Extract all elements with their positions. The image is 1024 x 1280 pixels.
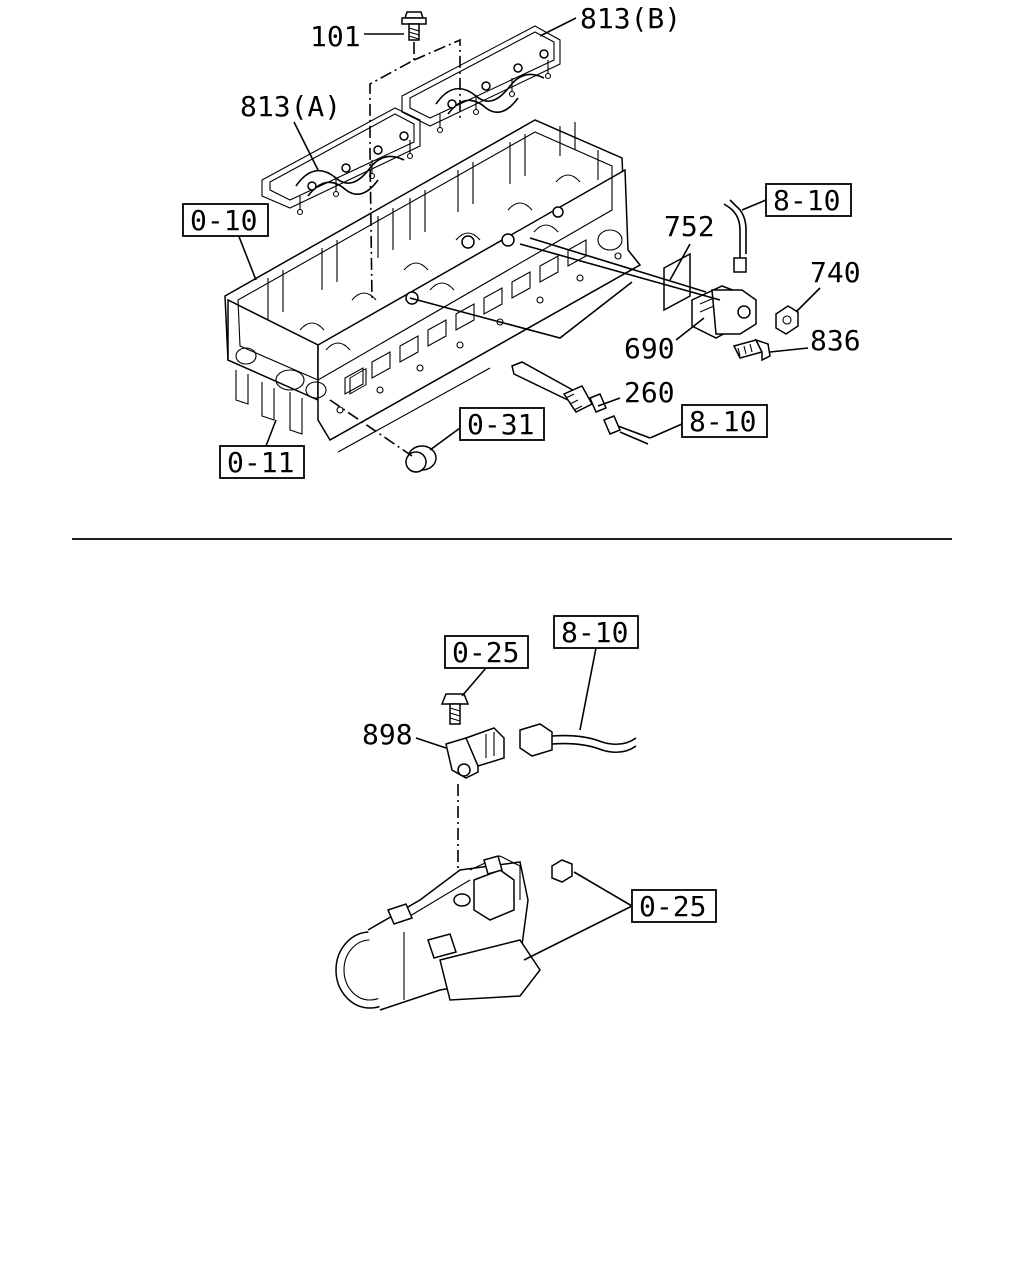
svg-text:8-10: 8-10 bbox=[773, 184, 840, 217]
callout-101: 101 bbox=[310, 20, 361, 53]
leaders-upper bbox=[237, 17, 821, 451]
plug-0-31 bbox=[405, 445, 437, 473]
callout-813b: 813(B) bbox=[580, 2, 681, 35]
sensor-690 bbox=[691, 199, 757, 339]
connector-260 bbox=[603, 415, 651, 445]
svg-text:0-31: 0-31 bbox=[467, 408, 534, 441]
ref-box-8-10-mid: 8-10 bbox=[681, 404, 768, 438]
callout-898: 898 bbox=[362, 718, 413, 751]
harness-813a bbox=[261, 107, 421, 216]
svg-text:0-25: 0-25 bbox=[452, 636, 519, 669]
callout-836: 836 bbox=[810, 324, 861, 357]
ref-box-0-10: 0-10 bbox=[182, 203, 269, 237]
svg-text:0-10: 0-10 bbox=[190, 204, 257, 237]
callout-813a: 813(A) bbox=[240, 90, 341, 123]
sensor-260 bbox=[511, 361, 607, 413]
ref-box-0-11: 0-11 bbox=[219, 445, 305, 479]
plug-centerline bbox=[329, 399, 413, 457]
bolt-101-centerline-b bbox=[413, 38, 461, 120]
connector-898 bbox=[519, 723, 637, 757]
bolt-101 bbox=[401, 11, 427, 41]
gasket-752 bbox=[663, 252, 691, 312]
ref-box-8-10-top: 8-10 bbox=[765, 183, 852, 217]
callout-260: 260 bbox=[624, 376, 675, 409]
svg-text:0-25: 0-25 bbox=[639, 890, 706, 923]
svg-text:0-11: 0-11 bbox=[227, 446, 294, 479]
bolt-0-25-top bbox=[440, 693, 470, 725]
harness-813b bbox=[401, 25, 561, 134]
ref-box-0-25-bottom: 0-25 bbox=[631, 889, 717, 923]
ref-box-0-25-top: 0-25 bbox=[444, 635, 529, 669]
leaders-lower bbox=[415, 647, 633, 961]
bolt-101-centerline-a bbox=[369, 42, 415, 301]
nut-0-25-bottom bbox=[551, 859, 573, 883]
callout-752: 752 bbox=[664, 210, 715, 243]
cylinder-head bbox=[224, 119, 642, 453]
svg-text:8-10: 8-10 bbox=[561, 616, 628, 649]
callout-740: 740 bbox=[810, 256, 861, 289]
callout-690: 690 bbox=[624, 332, 675, 365]
nut-740 bbox=[775, 305, 799, 335]
sensor-898 bbox=[445, 727, 505, 779]
ref-box-0-31: 0-31 bbox=[459, 407, 545, 441]
intake-housing bbox=[335, 855, 541, 1011]
bolt-836 bbox=[732, 338, 771, 362]
svg-text:8-10: 8-10 bbox=[689, 405, 756, 438]
ref-box-8-10-low: 8-10 bbox=[553, 615, 639, 649]
